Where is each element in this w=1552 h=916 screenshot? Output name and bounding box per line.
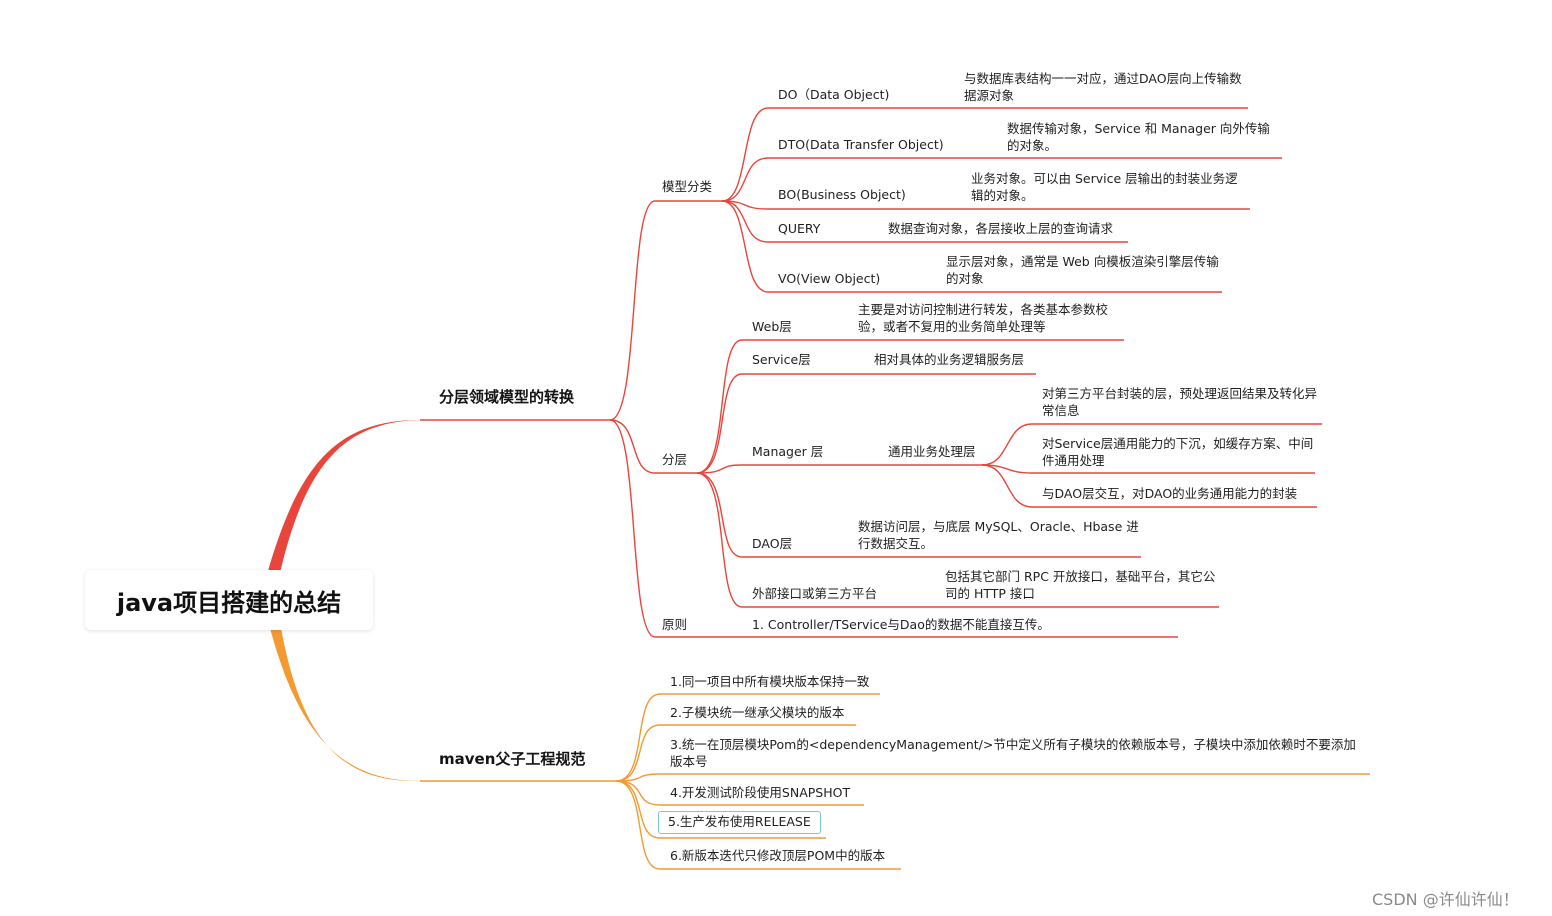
root-title: java项目搭建的总结 [116, 588, 342, 617]
layer-dao-name[interactable]: DAO层 [752, 536, 793, 551]
maven-item-2[interactable]: 2.子模块统一继承父模块的版本 [670, 705, 845, 720]
model-query-name[interactable]: QUERY [778, 221, 821, 236]
csdn-watermark: CSDN @许仙许仙！ [1372, 890, 1519, 909]
root-to-branch2-connector [270, 628, 420, 782]
layer-service-desc[interactable]: 相对具体的业务逻辑服务层 [874, 352, 1025, 367]
model-query-desc[interactable]: 数据查询对象，各层接收上层的查询请求 [888, 221, 1114, 236]
layer-manager-mid[interactable]: 通用业务处理层 [888, 444, 976, 459]
maven-item-1[interactable]: 1.同一项目中所有模块版本保持一致 [670, 674, 870, 689]
model-bo-desc[interactable]: 业务对象。可以由 Service 层输出的封装业务逻辑的对象。 [971, 171, 1238, 203]
root-to-branch1-connector [268, 420, 420, 573]
manager-sub-1[interactable]: 对第三方平台封装的层，预处理返回结果及转化异常信息 [1042, 386, 1318, 418]
model-dto-name[interactable]: DTO(Data Transfer Object) [778, 137, 944, 152]
layer-web-desc[interactable]: 主要是对访问控制进行转发，各类基本参数校验，或者不复用的业务简单处理等 [858, 302, 1109, 334]
model-vo-desc[interactable]: 显示层对象，通常是 Web 向模板渲染引擎层传输的对象 [946, 254, 1219, 286]
branch2-title[interactable]: maven父子工程规范 [439, 750, 586, 768]
model-dto-desc[interactable]: 数据传输对象，Service 和 Manager 向外传输的对象。 [1007, 121, 1270, 153]
model-category-title[interactable]: 模型分类 [662, 179, 713, 194]
model-do-name[interactable]: DO（Data Object) [778, 87, 890, 102]
manager-sub-2[interactable]: 对Service层通用能力的下沉，如缓存方案、中间件通用处理 [1042, 436, 1314, 468]
maven-item-4[interactable]: 4.开发测试阶段使用SNAPSHOT [670, 785, 851, 800]
layer-service-name[interactable]: Service层 [752, 352, 811, 367]
layer-title[interactable]: 分层 [662, 452, 688, 467]
principle-title[interactable]: 原则 [662, 617, 688, 632]
layer-dao-desc[interactable]: 数据访问层，与底层 MySQL、Oracle、Hbase 进行数据交互。 [858, 519, 1139, 551]
branch1-title[interactable]: 分层领域模型的转换 [439, 388, 575, 406]
maven-item-3[interactable]: 3.统一在顶层模块Pom的<dependencyManagement/>节中定义… [670, 737, 1356, 769]
maven-item-5-selected[interactable]: 5.生产发布使用RELEASE [658, 811, 821, 834]
layer-web-name[interactable]: Web层 [752, 319, 792, 334]
layer-ext-desc[interactable]: 包括其它部门 RPC 开放接口，基础平台，其它公司的 HTTP 接口 [945, 569, 1216, 601]
model-bo-name[interactable]: BO(Business Object) [778, 187, 906, 202]
model-vo-name[interactable]: VO(View Object) [778, 271, 881, 286]
maven-item-6[interactable]: 6.新版本迭代只修改顶层POM中的版本 [670, 848, 886, 863]
model-do-desc[interactable]: 与数据库表结构一一对应，通过DAO层向上传输数据源对象 [964, 71, 1242, 103]
principle-desc[interactable]: 1. Controller/TService与Dao的数据不能直接互传。 [752, 617, 1050, 632]
manager-sub-3[interactable]: 与DAO层交互，对DAO的业务通用能力的封装 [1042, 486, 1298, 501]
layer-manager-name[interactable]: Manager 层 [752, 444, 824, 459]
root-topic[interactable]: java项目搭建的总结 [85, 570, 373, 630]
layer-ext-name[interactable]: 外部接口或第三方平台 [752, 586, 878, 601]
